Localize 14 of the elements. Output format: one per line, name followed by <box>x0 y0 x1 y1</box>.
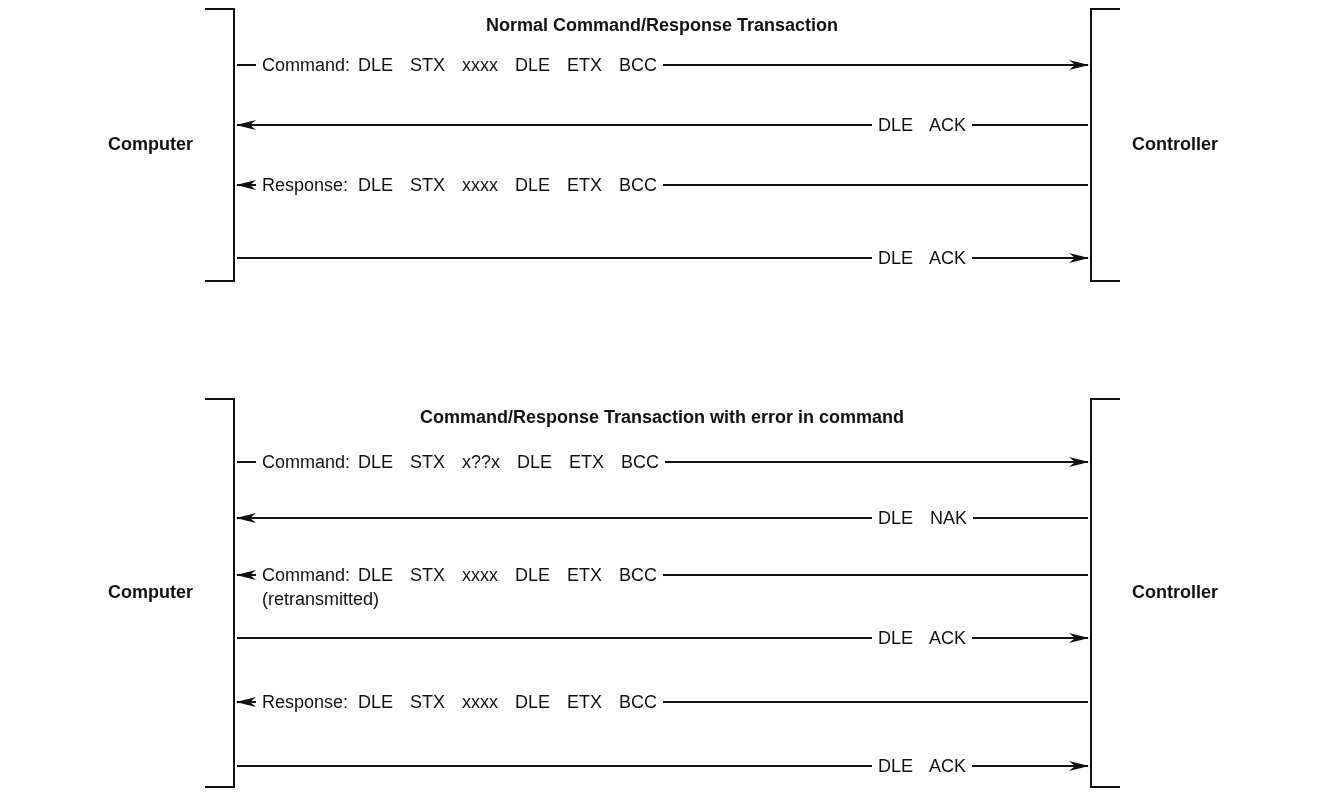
participant-label: Controller <box>1132 582 1218 603</box>
arrow <box>236 253 1089 263</box>
lifeline-bracket <box>205 398 235 788</box>
arrow <box>236 761 1089 771</box>
lifeline-bracket <box>205 8 235 282</box>
message-name: (retransmitted) <box>261 588 381 610</box>
arrow <box>236 513 1089 523</box>
participant-label: Computer <box>108 582 193 603</box>
participant-label: Computer <box>108 134 193 155</box>
lifeline-bracket <box>1090 8 1120 282</box>
participant-label: Controller <box>1132 134 1218 155</box>
lifeline-bracket <box>1090 398 1120 788</box>
arrow <box>236 120 1089 130</box>
arrow <box>236 633 1089 643</box>
